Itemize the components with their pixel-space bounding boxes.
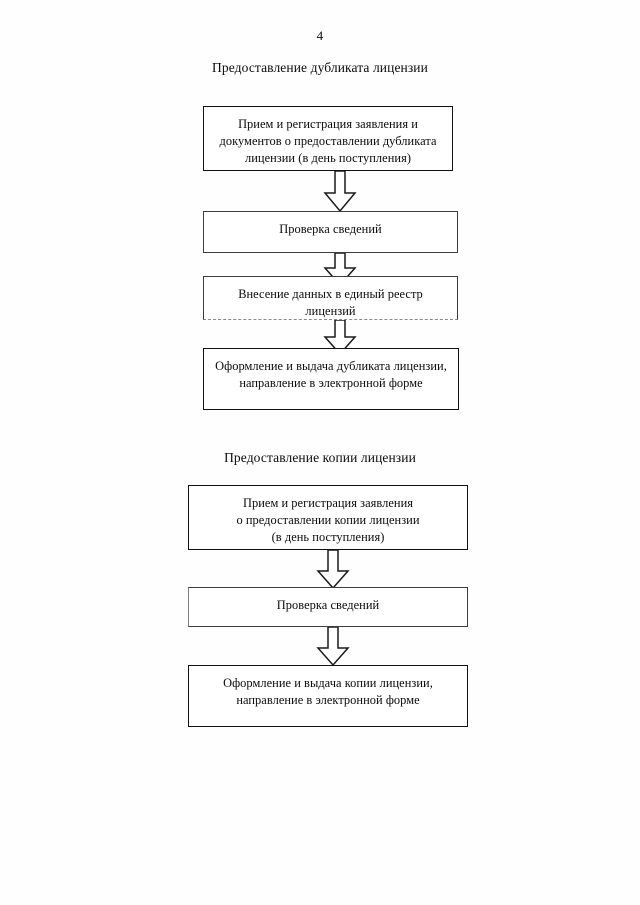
flow-node-label: Внесение данных в единый реестр лицензий — [238, 287, 423, 318]
flow-node-registry-entry: Внесение данных в единый реестр лицензий — [203, 276, 458, 320]
flow-arrow-down-3 — [323, 320, 357, 356]
flow-node-label: Оформление и выдача дубликата лицензии, … — [215, 359, 447, 390]
flow-node-issue-duplicate: Оформление и выдача дубликата лицензии, … — [203, 348, 459, 410]
flow-arrow-down-1 — [323, 171, 357, 213]
flow-node-label: Прием и регистрация заявления и документ… — [219, 117, 437, 165]
section-heading-copy-license: Предоставление копии лицензии — [224, 450, 416, 465]
flow-node-label: Прием и регистрация заявления о предоста… — [236, 496, 420, 544]
section-heading-duplicate-license: Предоставление дубликата лицензии — [212, 60, 428, 75]
flow-node-label: Проверка сведений — [279, 222, 382, 236]
flow-arrow-down-5 — [316, 627, 350, 667]
flow-node-label: Оформление и выдача копии лицензии, напр… — [223, 676, 433, 707]
flow-arrow-down-4 — [316, 550, 350, 590]
flow-node-issue-copy: Оформление и выдача копии лицензии, напр… — [188, 665, 468, 727]
flow-node-intake-duplicate: Прием и регистрация заявления и документ… — [203, 106, 453, 171]
flow-node-verification-copy: Проверка сведений — [188, 587, 468, 627]
flow-node-verification-duplicate: Проверка сведений — [203, 211, 458, 253]
flow-node-intake-copy: Прием и регистрация заявления о предоста… — [188, 485, 468, 550]
page-number: 4 — [316, 28, 324, 43]
flow-node-label: Проверка сведений — [276, 598, 380, 612]
